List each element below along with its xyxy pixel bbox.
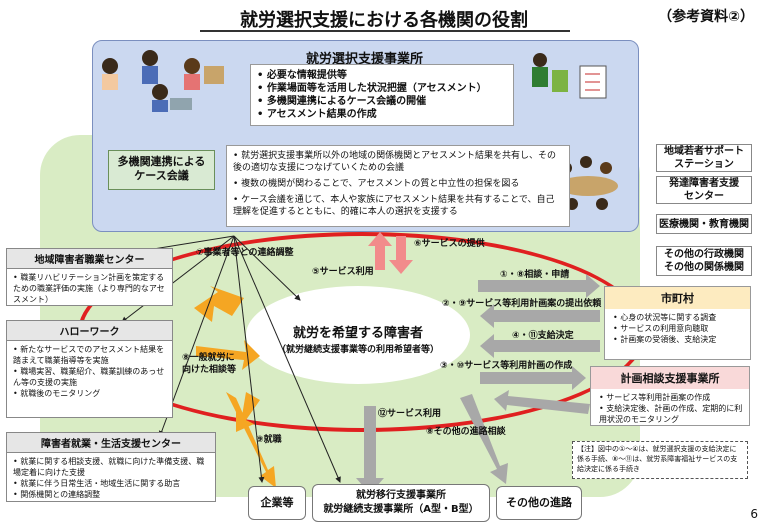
page-number: 6 [750, 507, 758, 521]
hello-work-item: 就職後のモニタリング [13, 388, 168, 399]
hello-work-item: 新たなサービスでのアセスメント結果を踏まえて職業指導等を実施 [13, 344, 168, 366]
regional-vocational-center-item: 職業リハビリテーション計画を策定するための職業評価の実施（より専門的なアセスメン… [13, 272, 168, 305]
hello-work: ハローワーク 新たなサービスでのアセスメント結果を踏まえて職業指導等を実施 職場… [6, 320, 173, 418]
planning-support-office-box: 計画相談支援事業所 サービス等利用計画案の作成 支給決定後、計画の作成、定期的に… [590, 366, 750, 426]
role-item: アセスメント結果の作成 [257, 108, 507, 121]
employment-life-support-item: 関係機関との連絡調整 [13, 489, 211, 500]
consult-arrow [478, 274, 600, 298]
destination-employment-support-office: 就労移行支援事業所 就労継続支援事業所（A型・B型） [312, 484, 490, 522]
reference-label: （参考資料②） [658, 9, 754, 25]
applicant-ellipse [246, 286, 470, 384]
case-meeting-description: 就労選択支援事業所以外の地域の関係機関とアセスメント結果を共有し、その後の適切な… [226, 145, 570, 227]
applicant-title: 就労を希望する障害者 [292, 326, 423, 341]
case-meeting-item: ケース会議を通じて、本人や家族にアセスメント結果を共有することで、自己理解を促進… [233, 194, 563, 218]
planning-support-office-title: 計画相談支援事業所 [591, 367, 749, 389]
plan-submit-label: ②・⑨サービス等利用計画案の提出依頼 [442, 299, 602, 309]
service-use-12-arrow [356, 406, 384, 494]
role-item: 作業場面等を活用した状況把握（アセスメント） [257, 82, 507, 95]
general-work-label: ⑧一般就労に 向けた相談等 [182, 353, 237, 375]
footnote: 【注】図中の①～④は、就労選択支援の支給決定に係る手続、⑧～⑪は、就労系障害福祉… [572, 441, 748, 479]
center-to-job-center-arrow [194, 286, 244, 322]
job-center-to-company-arrow [226, 392, 276, 488]
municipality-item: 心身の状況等に関する調査 [613, 312, 746, 323]
page-title: 就労選択支援における各機関の役割 [240, 10, 528, 31]
case-meeting-label: 多機関連携による ケース会議 [108, 150, 215, 190]
service-provide-arrow [389, 236, 413, 274]
payment-label: ④・⑪支給決定 [512, 331, 574, 341]
employment-life-support-item: 就業に関する相談支援、就職に向けた準備支援、職場定着に向けた支援 [13, 456, 211, 478]
plan-create-label: ③・⑩サービス等利用計画の作成 [440, 361, 573, 371]
plan-create-arrow [480, 366, 586, 390]
service-use-label: ⑤サービス利用 [312, 267, 374, 277]
selection-support-office-title: 就労選択支援事業所 [305, 52, 423, 67]
payment-arrow [480, 334, 600, 358]
employment-life-support-center: 障害者就業・生活支援センター 就業に関する相談支援、就職に向けた準備支援、職場定… [6, 432, 216, 502]
other-agencies-label: その他の行政機関 その他の関係機関 [664, 249, 744, 273]
municipality-item: 計画案の受領後、支給決定 [613, 334, 746, 345]
destination-employment-support-label: 就労移行支援事業所 就労継続支援事業所（A型・B型） [323, 490, 479, 515]
hello-work-title: ハローワーク [7, 321, 172, 341]
role-item: 必要な情報提供等 [257, 69, 507, 82]
municipality-title: 市町村 [605, 287, 750, 309]
service-provide-label: ⑥サービスの提供 [414, 239, 485, 249]
developmental-disability-center: 発達障害者支援 センター [656, 176, 752, 204]
other-path-arrow [460, 394, 508, 484]
youth-support-station-label: 地域若者サポート ステーション [664, 146, 744, 170]
hello-work-item: 職場実習、職業紹介、職業訓練のあっせん等の支援の実施 [13, 366, 168, 388]
planning-arrow [494, 390, 590, 414]
planning-support-item: 支給決定後、計画の作成、定期的に利用状況のモニタリング [599, 403, 745, 425]
general-work-arrow [196, 340, 260, 370]
employment-life-support-center-title: 障害者就業・生活支援センター [7, 433, 215, 453]
coordination-label: ⑦事業者等との連絡調整 [196, 248, 294, 258]
developmental-disability-center-label: 発達障害者支援 センター [669, 178, 739, 202]
medical-education-label: 医療機関・教育機関 [659, 218, 749, 230]
title-underline [200, 30, 570, 32]
employment-label: ⑨就職 [256, 435, 282, 445]
role-item: 多機関連携によるケース会議の開催 [257, 95, 507, 108]
regional-vocational-center-title: 地域障害者職業センター [7, 249, 172, 269]
applicant-subtitle: （就労継続支援事業等の利用希望者等） [276, 345, 439, 355]
destination-other-path-label: その他の進路 [506, 496, 572, 509]
other-agencies: その他の行政機関 その他の関係機関 [656, 246, 752, 276]
destination-company: 企業等 [248, 486, 306, 520]
staff-illustration-right [532, 53, 607, 99]
case-meeting-item: 複数の機関が関わることで、アセスメントの質と中立性の担保を図る [233, 178, 563, 190]
other-path-label: ⑧その他の進路相談 [426, 427, 506, 437]
consult-label: ①・⑧相談・申請 [500, 270, 570, 280]
destination-company-label: 企業等 [260, 496, 294, 509]
planning-support-item: サービス等利用計画案の作成 [599, 392, 745, 403]
regional-vocational-center: 地域障害者職業センター 職業リハビリテーション計画を策定するための職業評価の実施… [6, 248, 173, 306]
destination-other-path: その他の進路 [496, 486, 582, 520]
service-use-arrow [368, 232, 392, 270]
plan-request-arrow [480, 304, 600, 328]
case-meeting-item: 就労選択支援事業所以外の地域の関係機関とアセスメント結果を共有し、その後の適切な… [233, 150, 563, 174]
case-meeting-text: 多機関連携による ケース会議 [117, 155, 206, 182]
municipality-box: 市町村 心身の状況等に関する調査 サービスの利用意向聴取 計画案の受領後、支給決… [604, 286, 751, 360]
municipality-item: サービスの利用意向聴取 [613, 323, 746, 334]
employment-life-support-item: 就業に伴う日常生活・地域生活に関する助言 [13, 478, 211, 489]
medical-education-institutions: 医療機関・教育機関 [656, 214, 752, 234]
service-use-12-label: ⑫サービス利用 [378, 409, 442, 419]
selection-support-office-roles: 必要な情報提供等 作業場面等を活用した状況把握（アセスメント） 多機関連携による… [250, 64, 514, 126]
youth-support-station: 地域若者サポート ステーション [656, 144, 752, 172]
staff-illustration-left [102, 50, 224, 112]
